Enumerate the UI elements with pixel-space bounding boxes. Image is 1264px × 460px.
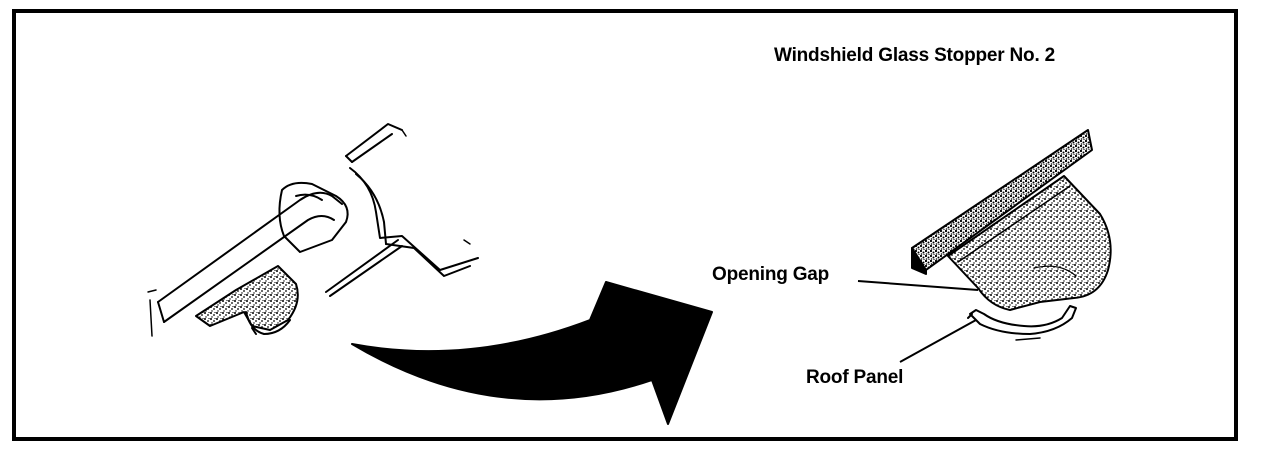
- opening-gap-leader: [857, 280, 979, 291]
- right-stopper-closeup: [911, 129, 1112, 341]
- left-stopper-drawing: [147, 123, 479, 337]
- leader-lines: [857, 280, 979, 363]
- curved-arrow: [351, 281, 713, 425]
- diagram-title: Windshield Glass Stopper No. 2: [774, 45, 1055, 66]
- opening-gap-label: Opening Gap: [712, 264, 830, 285]
- roof-panel-label: Roof Panel: [806, 367, 904, 388]
- roof-panel-leader: [899, 319, 977, 363]
